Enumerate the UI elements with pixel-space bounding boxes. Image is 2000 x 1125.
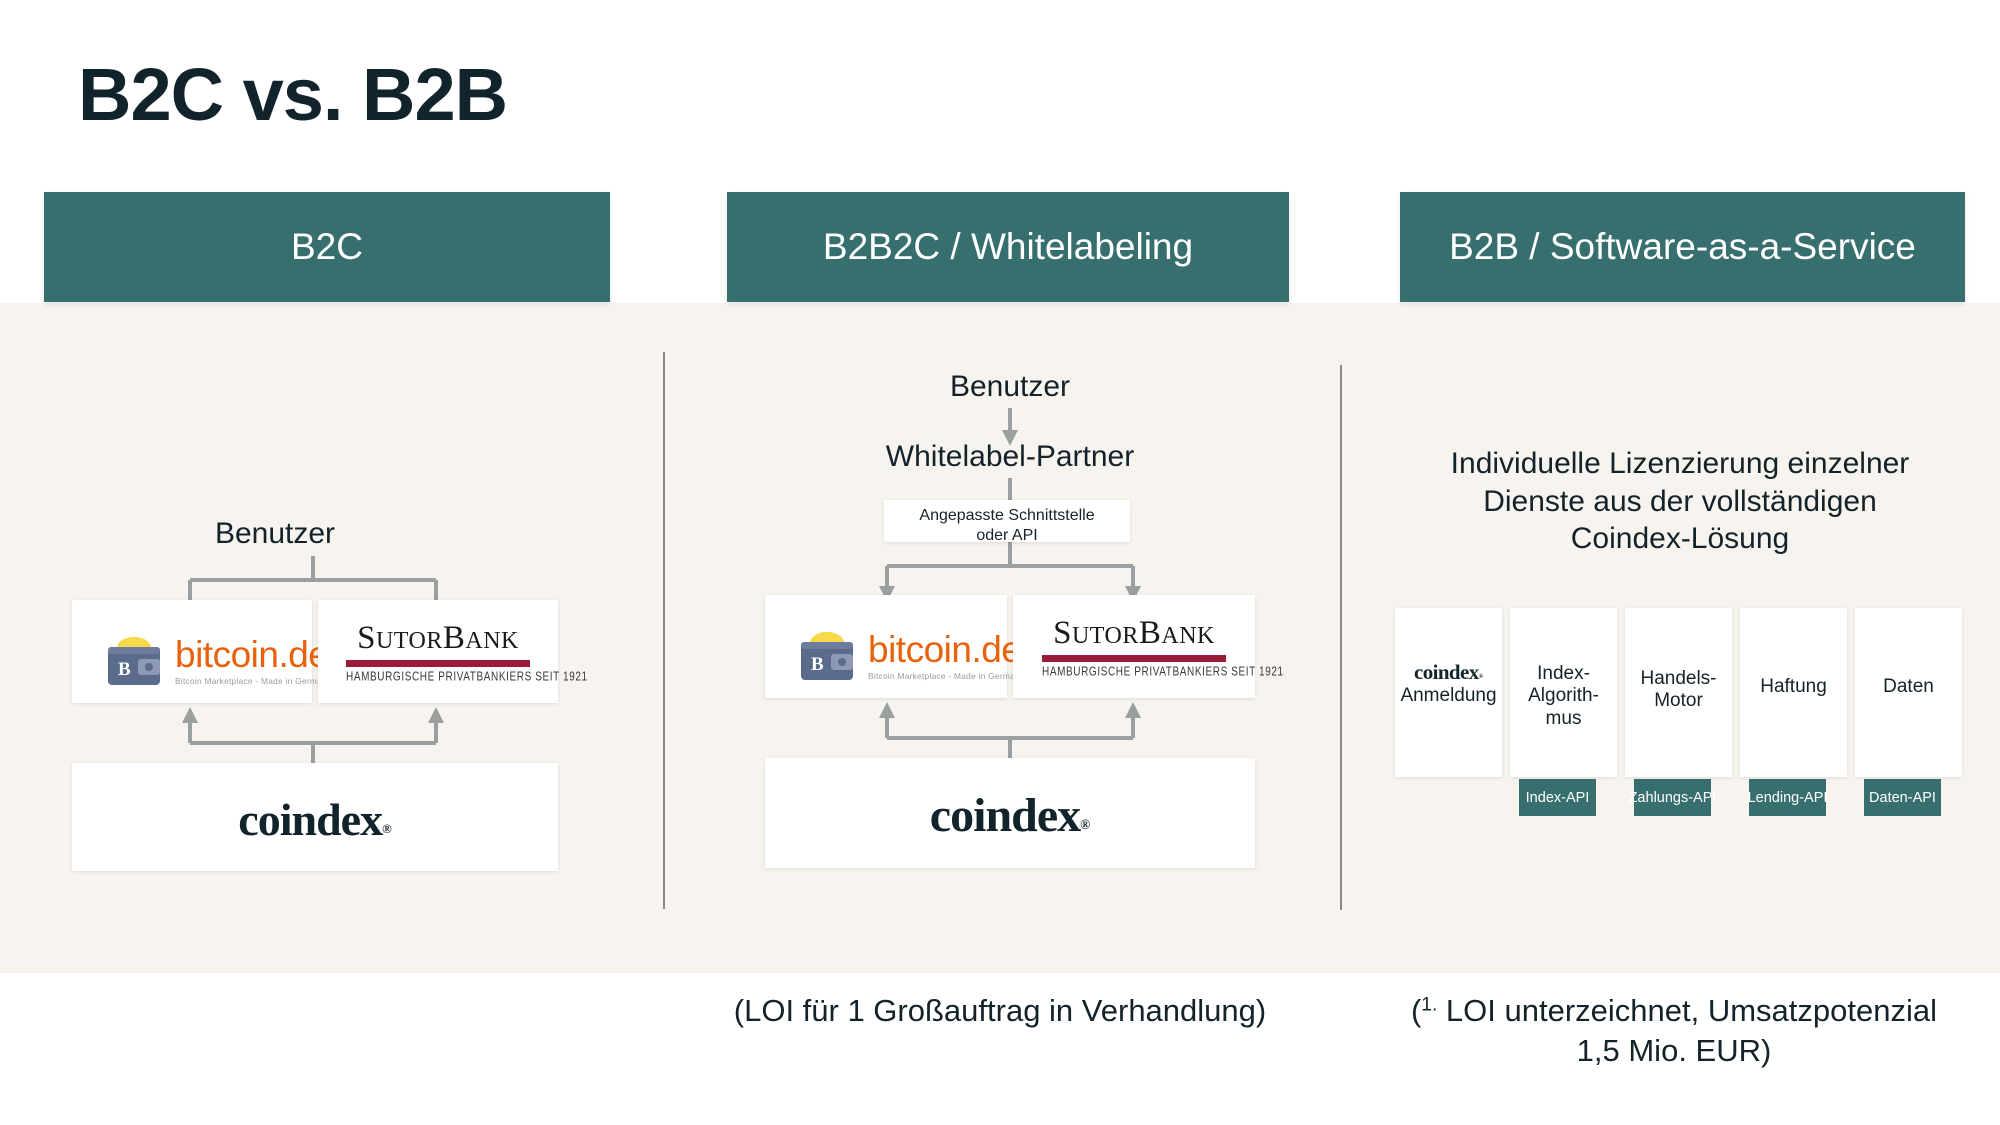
bitcoinde-tagline: Bitcoin Marketplace - Made in Germany! — [175, 676, 334, 686]
b2b2c-partner-card-bitcoin[interactable]: B bitcoin.de Bitcoin Marketplace - Made … — [765, 595, 1027, 698]
coindex-wordmark-small: coindex® — [1413, 660, 1484, 684]
service-label-handels-l2: Motor — [1654, 690, 1703, 712]
service-card-text-anmeldung: coindex® Anmeldung — [1395, 660, 1502, 708]
sutorbank-logo: SUTORBANK HAMBURGISCHE PRIVATBANKIERS SE… — [1042, 615, 1284, 680]
b2b-api-chip-daten[interactable]: Daten-API — [1864, 779, 1941, 816]
footnote-b2b-line-1: (1. LOI unterzeichnet, Umsatzpotenzial — [1410, 993, 1938, 1028]
b2c-partner-card-bitcoin[interactable]: B bitcoin.de Bitcoin Marketplace - Made … — [72, 600, 334, 703]
column-divider-right — [1340, 365, 1342, 910]
bitcoinde-name: bitcoin.de — [868, 629, 1022, 670]
b2b-service-card-haftung[interactable]: Haftung — [1740, 608, 1847, 777]
b2c-benutzer-label: Benutzer — [214, 517, 336, 550]
footnote-b2b-line-2: 1,5 Mio. EUR) — [1576, 1033, 1772, 1069]
sutorbank-tagline: HAMBURGISCHE PRIVATBANKIERS SEIT 1921 — [1042, 665, 1284, 680]
wallet-icon: B — [795, 626, 859, 686]
b2b-api-chip-index[interactable]: Index-API — [1519, 779, 1596, 816]
b2b2c-whitelabel-partner-label: Whitelabel-Partner — [885, 440, 1135, 473]
sutorbank-name: SUTORBANK — [357, 620, 519, 656]
interface-line-1: Angepasste Schnittstelle — [919, 507, 1095, 524]
b2c-bottom-connector — [182, 707, 444, 766]
b2c-partner-card-sutor[interactable]: SUTORBANK HAMBURGISCHE PRIVATBANKIERS SE… — [318, 600, 588, 703]
b2b-description-line-1: Individuelle Lizenzierung einzelner — [1450, 447, 1910, 480]
bitcoinde-tagline: Bitcoin Marketplace - Made in Germany! — [868, 671, 1027, 681]
b2c-platform-card[interactable]: coindex® — [72, 763, 558, 871]
footnote-b2b: (1. LOI unterzeichnet, Umsatzpotenzial 1… — [1348, 991, 2000, 1072]
column-header-b2b2c[interactable]: B2B2C / Whitelabeling — [727, 192, 1289, 302]
svg-text:B: B — [118, 659, 131, 680]
b2b-service-card-index-algorithmus[interactable]: Index- Algorith- mus — [1510, 608, 1617, 777]
service-label-index-l1: Index- — [1537, 663, 1590, 684]
service-card-text-daten: Daten — [1855, 676, 1962, 698]
service-card-text-haftung: Haftung — [1740, 676, 1847, 698]
column-divider-left — [663, 352, 665, 909]
page-title: B2C vs. B2B — [78, 53, 508, 136]
service-label-anmeldung: Anmeldung — [1400, 685, 1497, 707]
b2b2c-platform-card[interactable]: coindex® — [765, 758, 1255, 868]
bitcoinde-name: bitcoin.de — [175, 634, 329, 675]
b2b2c-connector-benutzer-partner — [1002, 408, 1018, 446]
sutorbank-name: SUTORBANK — [1053, 615, 1215, 651]
service-label-index-l3: mus — [1545, 707, 1582, 729]
b2b2c-bottom-connector — [879, 702, 1141, 761]
svg-text:B: B — [811, 654, 824, 675]
service-label-index-l2: Algorith- — [1528, 685, 1599, 707]
service-card-text-index: Index- Algorith- mus — [1510, 663, 1617, 730]
bitcoinde-logo: B bitcoin.de Bitcoin Marketplace - Made … — [795, 626, 1027, 686]
b2b-service-card-handels-motor[interactable]: Handels- Motor — [1625, 608, 1732, 777]
b2b2c-interface-card[interactable]: Angepasste Schnittstelle oder API — [884, 500, 1130, 544]
b2b-service-card-anmeldung[interactable]: coindex® Anmeldung — [1395, 608, 1502, 777]
sutorbank-rule — [346, 660, 530, 667]
b2b2c-partner-card-sutor[interactable]: SUTORBANK HAMBURGISCHE PRIVATBANKIERS SE… — [1013, 595, 1284, 698]
service-card-text-handels: Handels- Motor — [1625, 668, 1732, 713]
interface-card-text: Angepasste Schnittstelle oder API — [884, 506, 1130, 547]
b2b-api-chip-lending[interactable]: Lending-API — [1748, 779, 1827, 816]
footnote-b2b2c: (LOI für 1 Großauftrag in Verhandlung) — [733, 993, 1267, 1028]
footnote-superscript: 1. — [1421, 994, 1438, 1016]
service-label-handels-l1: Handels- — [1640, 668, 1717, 689]
b2b2c-benutzer-label: Benutzer — [949, 370, 1071, 403]
column-header-b2b[interactable]: B2B / Software-as-a-Service — [1400, 192, 1965, 302]
wallet-icon: B — [102, 631, 166, 691]
service-label-daten: Daten — [1883, 676, 1934, 697]
coindex-wordmark: coindex® — [929, 789, 1091, 842]
b2b-api-chip-zahlungs[interactable]: Zahlungs-API — [1629, 779, 1716, 816]
bitcoinde-logo: B bitcoin.de Bitcoin Marketplace - Made … — [102, 631, 334, 691]
b2b-description-line-3: Coindex-Lösung — [1570, 522, 1790, 555]
bitcoinde-wordmark: bitcoin.de Bitcoin Marketplace - Made in… — [868, 631, 1027, 681]
sutorbank-rule — [1042, 655, 1226, 662]
b2b-description: Individuelle Lizenzierung einzelner Dien… — [1395, 445, 1965, 558]
bitcoinde-wordmark: bitcoin.de Bitcoin Marketplace - Made in… — [175, 636, 334, 686]
column-header-b2c[interactable]: B2C — [44, 192, 610, 302]
sutorbank-tagline: HAMBURGISCHE PRIVATBANKIERS SEIT 1921 — [346, 670, 588, 685]
service-label-haftung: Haftung — [1760, 676, 1827, 697]
b2b-service-card-daten[interactable]: Daten — [1855, 608, 1962, 777]
b2b2c-connector-partner-interface — [1008, 478, 1012, 504]
interface-line-2: oder API — [976, 527, 1038, 545]
b2b-description-line-2: Dienste aus der vollständigen — [1483, 484, 1877, 518]
b2b2c-top-connector — [879, 542, 1141, 602]
coindex-wordmark: coindex® — [238, 794, 392, 845]
sutorbank-logo: SUTORBANK HAMBURGISCHE PRIVATBANKIERS SE… — [346, 620, 588, 685]
